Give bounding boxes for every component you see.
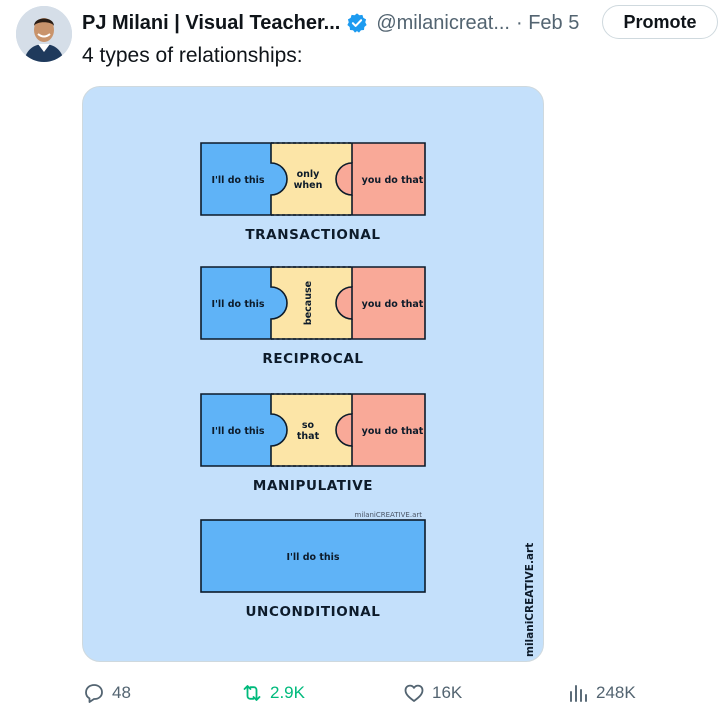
middle-label: when — [294, 180, 323, 191]
tweet-header: PJ Milani | Visual Teacher... @milanicre… — [82, 8, 579, 38]
right-piece — [352, 267, 425, 339]
author-name[interactable]: PJ Milani | Visual Teacher... — [82, 11, 341, 34]
middle-label: because — [303, 281, 314, 325]
right-piece-tab — [335, 413, 353, 447]
right-piece — [352, 143, 425, 215]
relationship-caption: TRANSACTIONAL — [245, 227, 380, 243]
retweet-button[interactable]: 2.9K — [240, 680, 305, 706]
watermark-vertical: milaniCREATIVE.art — [524, 543, 536, 657]
reply-button[interactable]: 48 — [82, 680, 131, 706]
promote-button[interactable]: Promote — [602, 5, 718, 39]
right-piece — [352, 394, 425, 466]
views-count: 248K — [596, 683, 636, 702]
dashed-edge — [271, 142, 352, 216]
middle-label: so — [302, 420, 315, 431]
piece-label: I'll do this — [286, 552, 339, 563]
avatar-image — [16, 6, 72, 62]
left-label: I'll do this — [211, 426, 264, 437]
views-button[interactable]: 248K — [566, 680, 636, 706]
like-count: 16K — [432, 683, 463, 702]
relationship-caption: UNCONDITIONAL — [245, 604, 380, 620]
views-chart-icon — [570, 685, 587, 702]
right-piece-tab — [335, 162, 353, 196]
middle-label: only — [297, 169, 321, 180]
left-piece — [200, 142, 288, 216]
right-label: you do that — [362, 426, 424, 437]
like-button[interactable]: 16K — [402, 680, 462, 706]
tweet-text: 4 types of relationships: — [82, 44, 303, 67]
relationship-caption: MANIPULATIVE — [253, 478, 373, 494]
right-label: you do that — [362, 175, 424, 186]
left-label: I'll do this — [211, 299, 264, 310]
reply-icon — [85, 684, 103, 703]
unconditional-block — [200, 519, 426, 593]
middle-label: that — [297, 431, 320, 442]
relationships-infographic: I'll do this you do that onlywhenTRANSACTI… — [200, 142, 536, 657]
retweet-count: 2.9K — [270, 683, 305, 702]
author-avatar[interactable] — [16, 6, 72, 62]
relationship-row: I'll do this you do that onlywhenTRANSACTI… — [200, 142, 426, 243]
heart-icon — [404, 684, 424, 702]
retweet-icon — [243, 685, 261, 701]
infographic-rows: I'll do this you do that onlywhenTRANSACTI… — [200, 142, 426, 620]
right-label: you do that — [362, 299, 424, 310]
author-handle[interactable]: @milanicreat... — [376, 11, 510, 34]
right-piece-tab — [335, 286, 353, 320]
tweet-date[interactable]: · Feb 5 — [515, 11, 580, 34]
watermark-small: milaniCREATIVE.art — [355, 511, 423, 519]
dashed-edge — [271, 393, 352, 467]
left-label: I'll do this — [211, 175, 264, 186]
dashed-edge — [271, 266, 352, 340]
left-piece — [200, 266, 288, 340]
left-piece — [200, 393, 288, 467]
tweet-actions: 48 2.9K 16K 248K — [0, 680, 720, 706]
relationship-row: I'll do this you do that sothatMANIPULATIV… — [200, 393, 426, 494]
reply-count: 48 — [112, 683, 131, 702]
relationship-caption: RECIPROCAL — [262, 351, 363, 367]
verified-badge-icon — [347, 13, 367, 33]
